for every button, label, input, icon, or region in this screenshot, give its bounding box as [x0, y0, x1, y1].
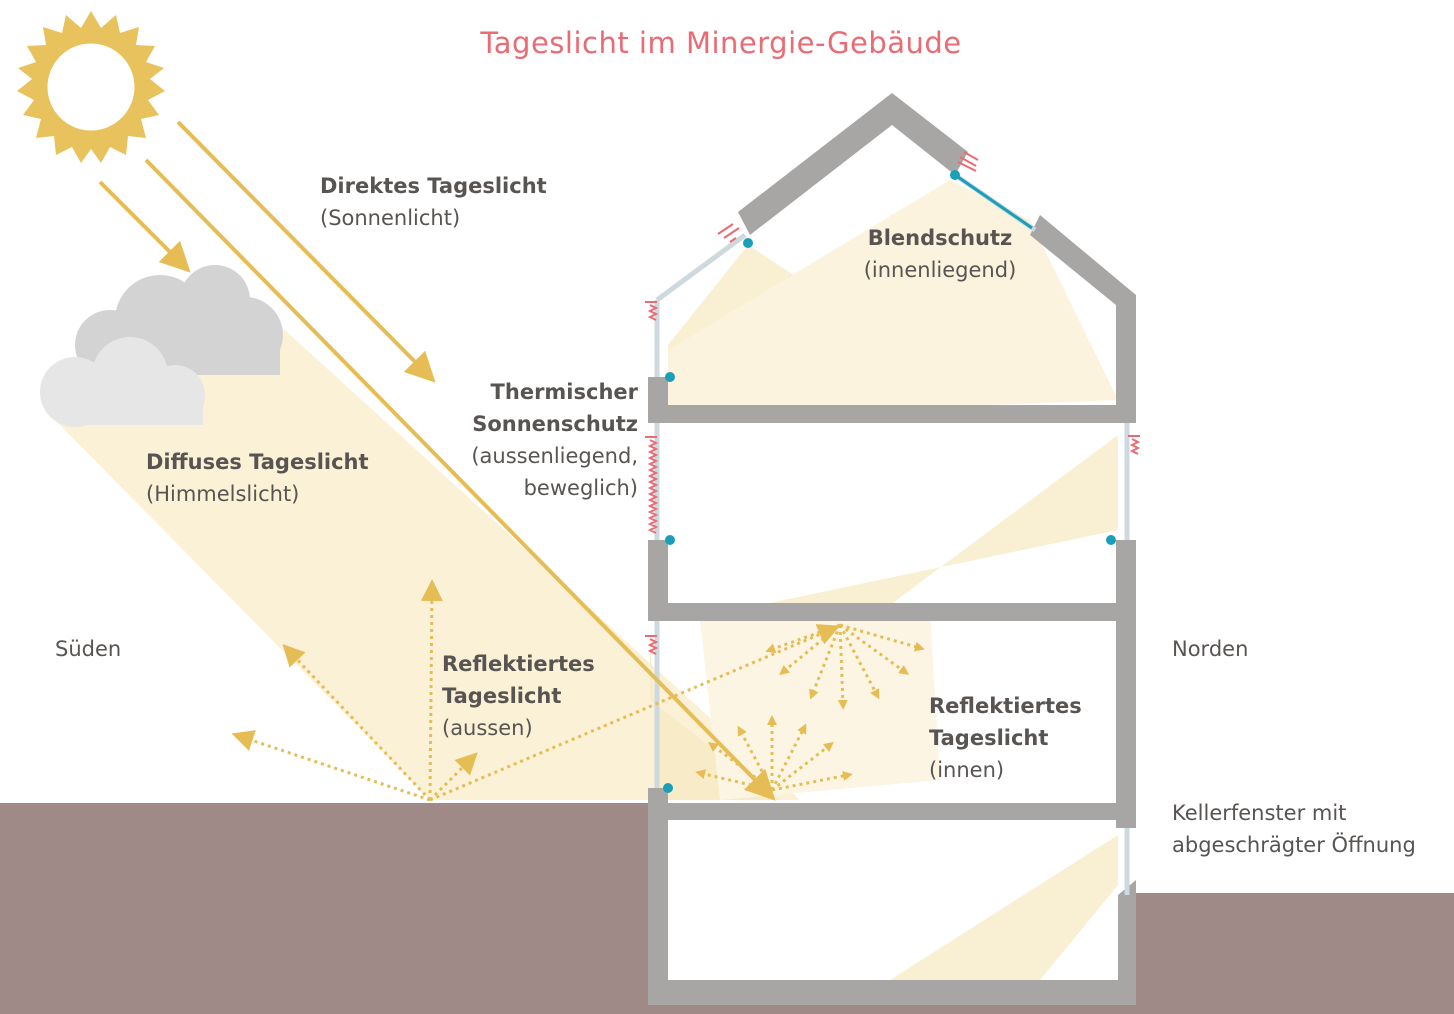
wall-right-ground [1116, 540, 1136, 828]
reflected-inside-arrows [695, 623, 925, 792]
label-direct-daylight: Direktes Tageslicht(Sonnenlicht) [320, 174, 547, 230]
wall-right-attic [1116, 295, 1136, 423]
roof-left [738, 93, 968, 235]
wall-left-first [648, 540, 668, 620]
direct-light-arrows [98, 120, 776, 801]
basement-wall-left [648, 803, 668, 993]
first-floor-light-beam [760, 435, 1118, 605]
glare-blind [954, 173, 1033, 230]
basement-floor [648, 980, 1136, 1005]
slab-ground [648, 803, 1136, 820]
diagram-title: Tageslicht im Minergie-Gebäude [480, 26, 962, 60]
ground-north [1135, 893, 1454, 1014]
label-south: Süden [55, 637, 122, 661]
reflected-outside-arrows [231, 579, 841, 802]
house [648, 93, 1136, 1005]
label-glare-protection: Blendschutz(innenliegend) [863, 226, 1017, 282]
slab-attic [648, 405, 1136, 423]
wall-left-ground [648, 788, 668, 820]
ground-south [0, 803, 648, 1014]
diffuse-light-beam [55, 330, 800, 800]
roof-right [1030, 215, 1136, 320]
ground-floor-light-beam [650, 640, 780, 800]
basement-wall-right [1118, 895, 1136, 995]
cellar-light-beam [890, 835, 1118, 980]
cloud-front [40, 337, 205, 427]
attic-light-beam-right [668, 180, 1118, 405]
thermal-shading [645, 151, 1141, 655]
sensors [663, 170, 1116, 793]
wall-left-attic [648, 377, 668, 423]
slab-first [648, 603, 1136, 621]
label-diffuse-daylight: Diffuses Tageslicht(Himmelslicht) [146, 450, 369, 506]
reflected-glow [700, 610, 940, 800]
ground-under-house [648, 1005, 1148, 1014]
sun-icon [17, 11, 165, 163]
label-north: Norden [1172, 637, 1249, 661]
